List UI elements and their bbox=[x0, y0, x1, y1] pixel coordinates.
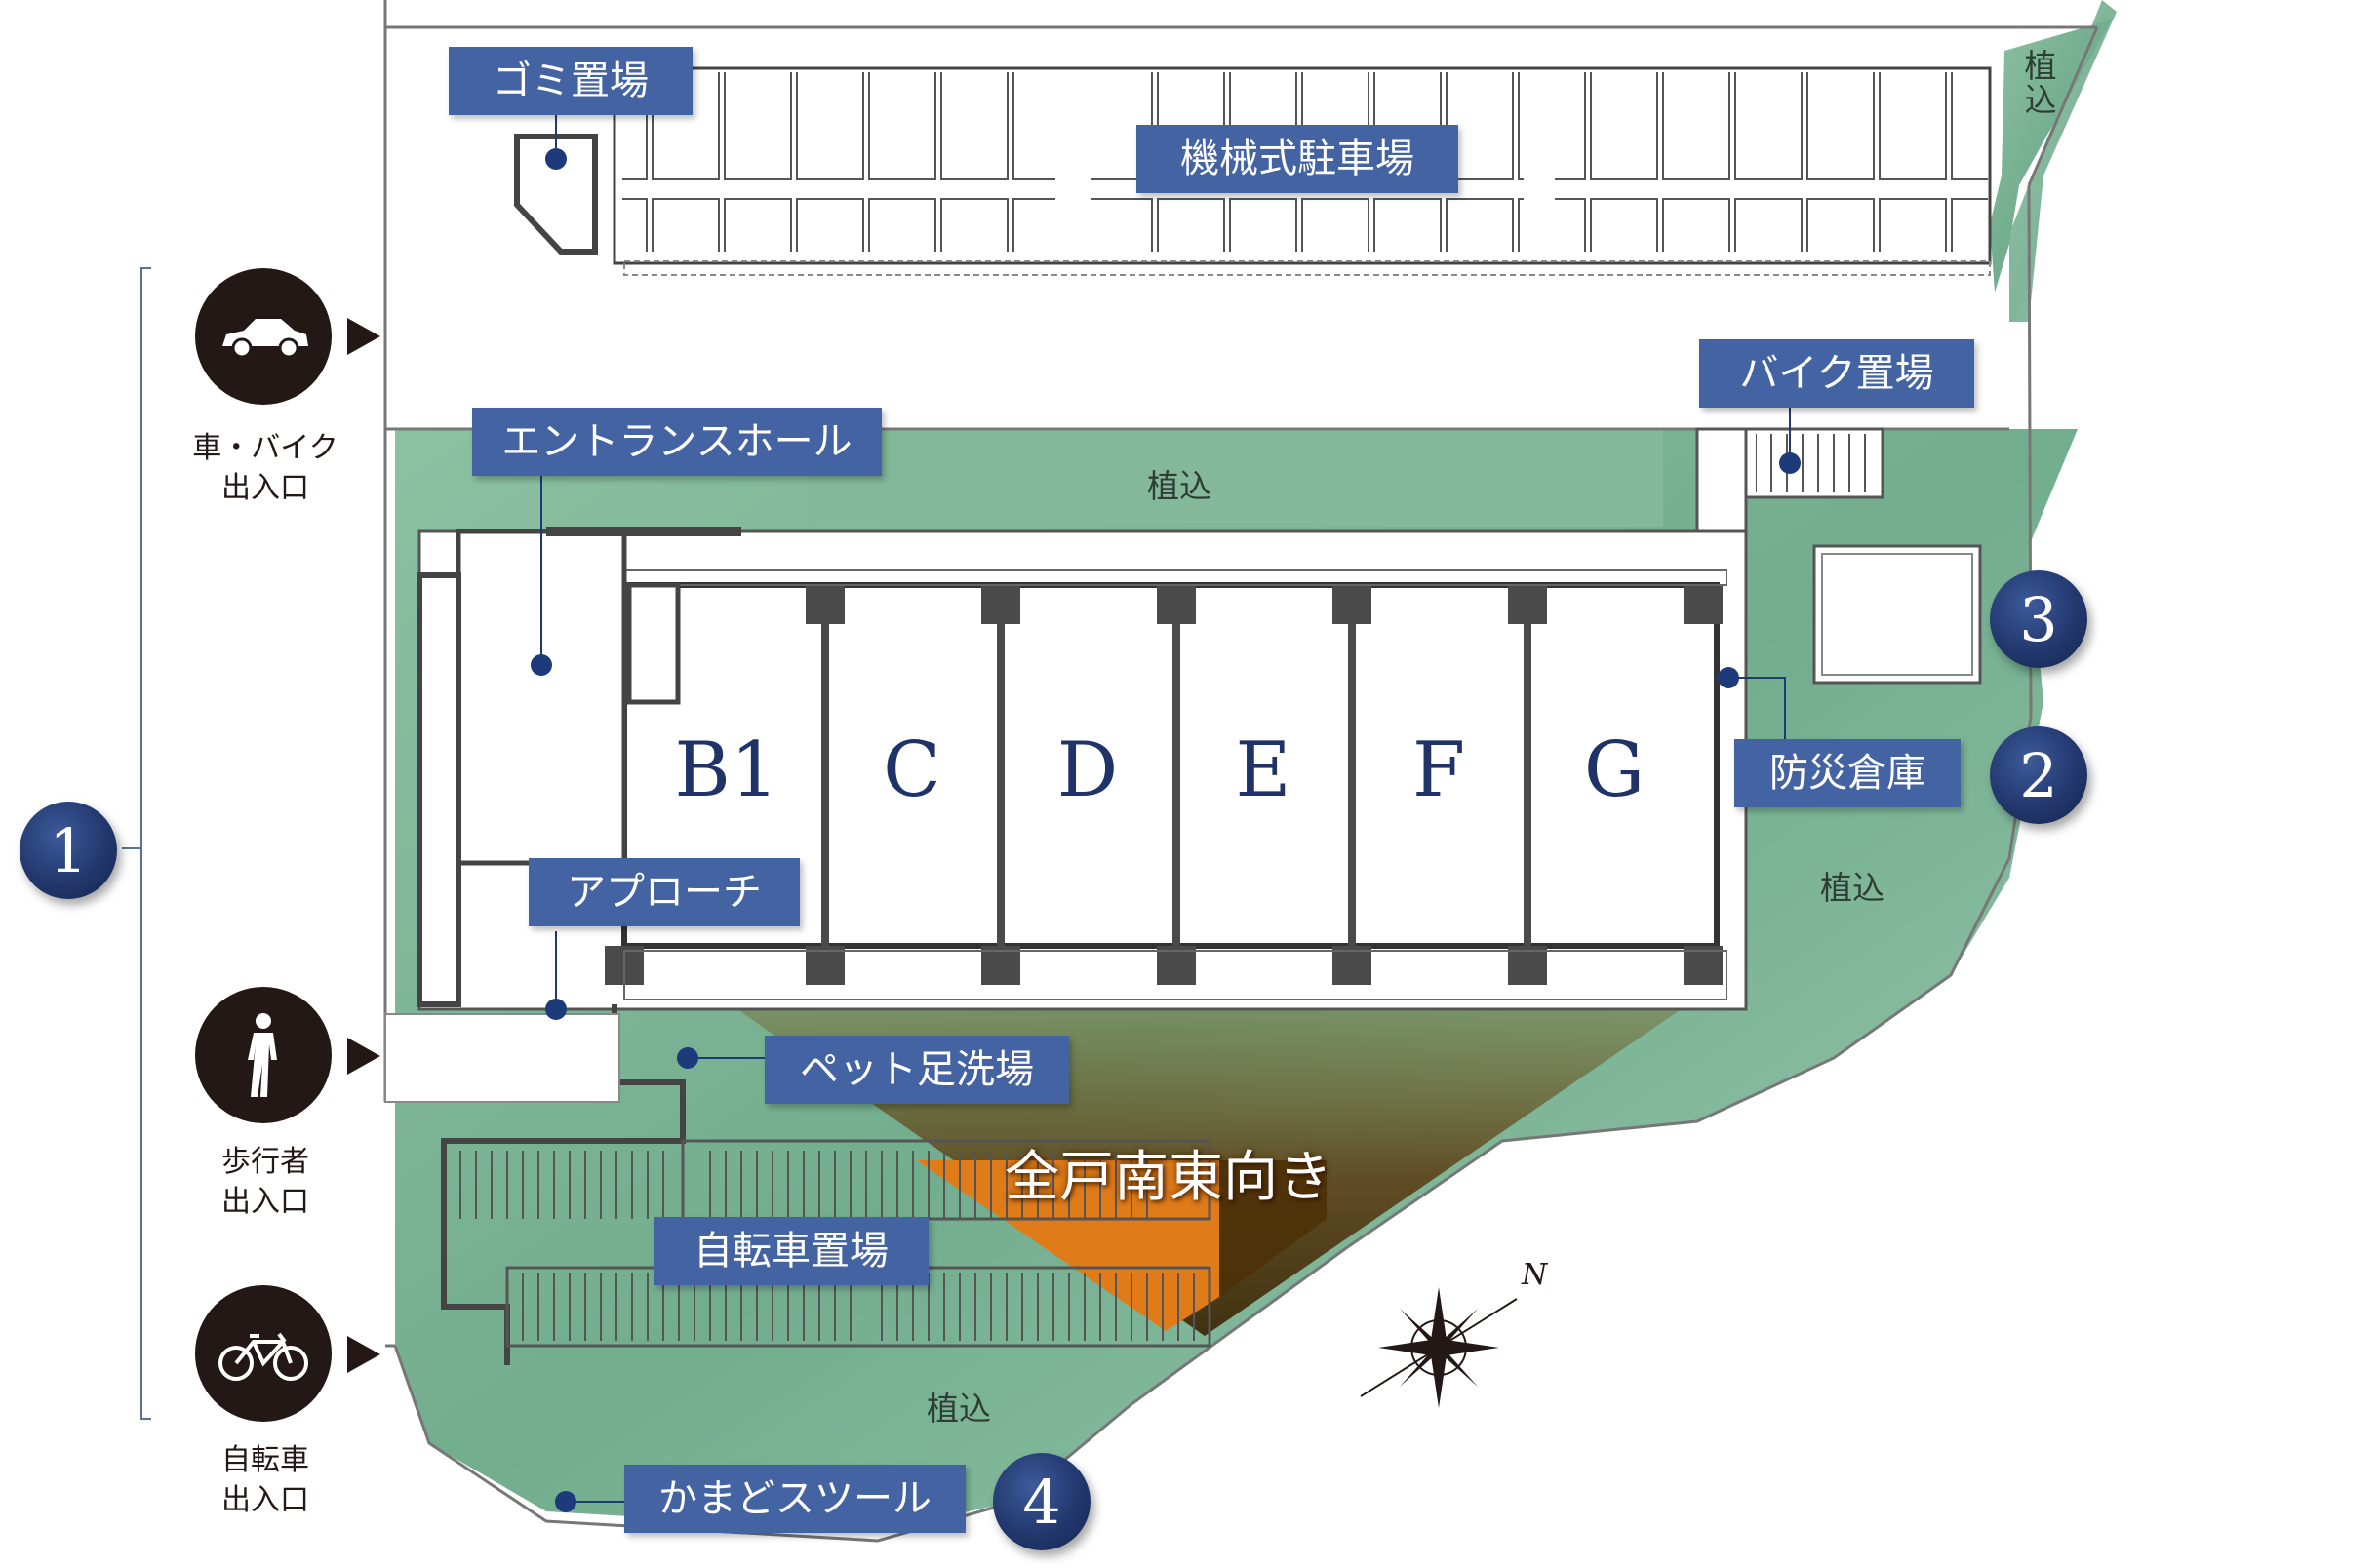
kamado-stool-label: かまどスツール bbox=[624, 1465, 966, 1533]
approach-label: アプローチ bbox=[529, 858, 800, 926]
unit-b1: B1 bbox=[674, 726, 779, 814]
pedestrian-entrance-text: 歩行者 出入口 bbox=[221, 1145, 309, 1219]
compass-north-label: N bbox=[1522, 1258, 1548, 1292]
bicycle-entrance-text: 自転車 出入口 bbox=[221, 1443, 309, 1517]
unit-c: C bbox=[883, 726, 941, 814]
garbage-label: ゴミ置場 bbox=[449, 47, 693, 115]
garbage-room bbox=[514, 134, 598, 255]
bicycle-parking-label: 自転車置場 bbox=[654, 1217, 929, 1285]
planting-label-top-right: 植込 bbox=[2019, 49, 2057, 117]
pedestrian-entrance-arrow bbox=[347, 1038, 380, 1075]
marker-3: 3 bbox=[1990, 570, 2087, 668]
planting-label-north: 植込 bbox=[1147, 467, 1211, 505]
approach-dot bbox=[545, 999, 567, 1020]
bicycle-entrance-arrow bbox=[347, 1336, 380, 1373]
bicycle-parking-structure bbox=[384, 1004, 1219, 1365]
car-entrance-arrow bbox=[347, 318, 380, 355]
entrance-hall-dot bbox=[531, 654, 552, 676]
bicycle-entrance-icon bbox=[195, 1285, 332, 1422]
unit-g: G bbox=[1583, 726, 1646, 814]
main-building bbox=[416, 527, 1748, 1011]
entrance-hall-label: エントランスホール bbox=[472, 408, 882, 476]
pet-wash-dot bbox=[677, 1047, 698, 1069]
mechanical-parking bbox=[613, 66, 1992, 276]
orientation-headline: 全戸南東向き bbox=[1005, 1146, 1332, 1209]
disaster-storage-label: 防災倉庫 bbox=[1734, 739, 1961, 807]
unit-f: F bbox=[1411, 726, 1466, 814]
compass-rose bbox=[1360, 1287, 1518, 1408]
marker-2: 2 bbox=[1990, 726, 2087, 824]
unit-e: E bbox=[1235, 726, 1291, 814]
marker-4: 4 bbox=[993, 1453, 1091, 1550]
marker-1: 1 bbox=[20, 802, 117, 899]
parking-label: 機械式駐車場 bbox=[1136, 125, 1458, 193]
car-entrance-icon bbox=[195, 268, 332, 405]
storage-area bbox=[1812, 544, 1982, 685]
pedestrian-entrance-icon bbox=[195, 987, 332, 1123]
disaster-storage-dot bbox=[1718, 667, 1739, 688]
kamado-stool-dot bbox=[555, 1491, 576, 1512]
unit-d: D bbox=[1056, 726, 1119, 814]
bike-parking-dot bbox=[1779, 452, 1801, 474]
pet-wash-label: ペット足洗場 bbox=[765, 1036, 1069, 1104]
car-entrance-text: 車・バイク 出入口 bbox=[192, 431, 338, 505]
bike-parking-label: バイク置場 bbox=[1699, 339, 1974, 408]
planting-label-south: 植込 bbox=[927, 1390, 991, 1428]
planting-label-east: 植込 bbox=[1820, 869, 1884, 907]
garbage-dot bbox=[545, 148, 567, 170]
pedestrian-icon bbox=[248, 1013, 277, 1097]
car-icon bbox=[222, 319, 308, 359]
bicycle-icon bbox=[218, 1332, 308, 1381]
